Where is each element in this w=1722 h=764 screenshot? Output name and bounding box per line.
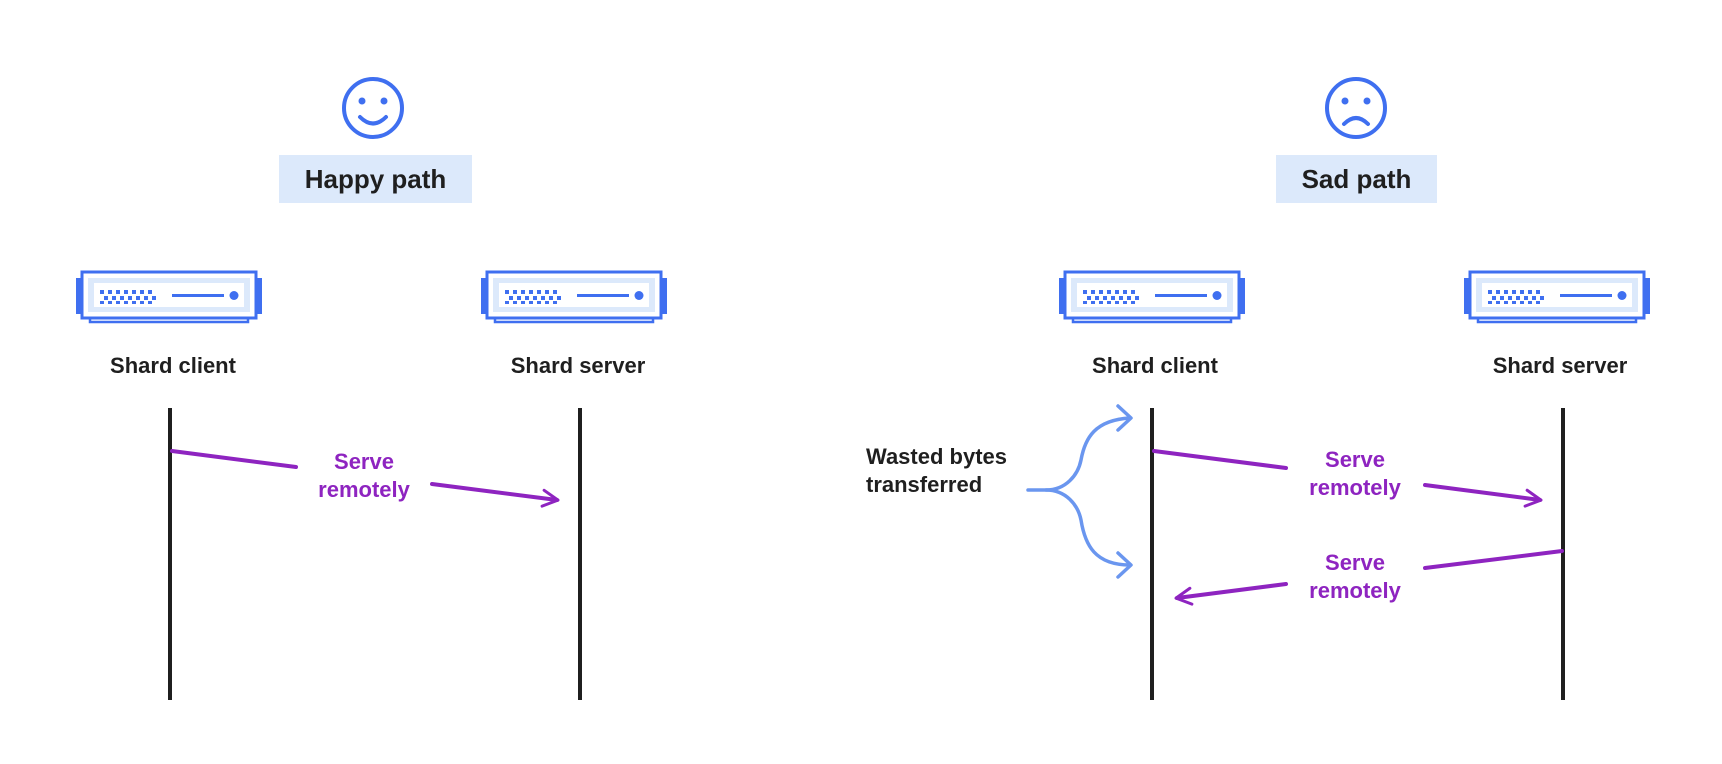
sad-response-label-line1: Serve bbox=[1325, 550, 1385, 575]
happy-request-label: Serve remotely bbox=[289, 448, 439, 504]
sad-server-label: Shard server bbox=[1492, 353, 1628, 378]
sad-face-icon bbox=[1325, 77, 1387, 139]
wasted-bytes-note: Wasted bytes transferred bbox=[866, 443, 1007, 499]
happy-client-server-icon bbox=[74, 270, 264, 324]
happy-server-label: Shard server bbox=[510, 353, 646, 378]
sad-response-label-line2: remotely bbox=[1309, 578, 1401, 603]
wasted-bytes-brace-arrows bbox=[1026, 404, 1133, 579]
sad-request-arrow bbox=[1152, 449, 1543, 508]
sad-path-title: Sad path bbox=[1276, 155, 1437, 203]
wasted-bytes-note-line2: transferred bbox=[866, 472, 983, 497]
happy-request-label-line2: remotely bbox=[318, 477, 410, 502]
sad-request-label: Serve remotely bbox=[1280, 446, 1430, 502]
sad-request-label-line1: Serve bbox=[1325, 447, 1385, 472]
sad-client-label: Shard client bbox=[1092, 353, 1218, 378]
happy-client-label: Shard client bbox=[110, 353, 236, 378]
happy-path-title: Happy path bbox=[279, 155, 472, 203]
sad-response-arrow bbox=[1174, 549, 1564, 606]
smiley-face-icon bbox=[342, 77, 404, 139]
happy-request-arrow bbox=[170, 449, 560, 508]
sad-request-label-line2: remotely bbox=[1309, 475, 1401, 500]
sad-response-label: Serve remotely bbox=[1280, 549, 1430, 605]
sad-server-server-icon bbox=[1462, 270, 1652, 324]
happy-server-server-icon bbox=[479, 270, 669, 324]
happy-request-label-line1: Serve bbox=[334, 449, 394, 474]
sad-client-server-icon bbox=[1057, 270, 1247, 324]
wasted-bytes-note-line1: Wasted bytes bbox=[866, 444, 1008, 469]
